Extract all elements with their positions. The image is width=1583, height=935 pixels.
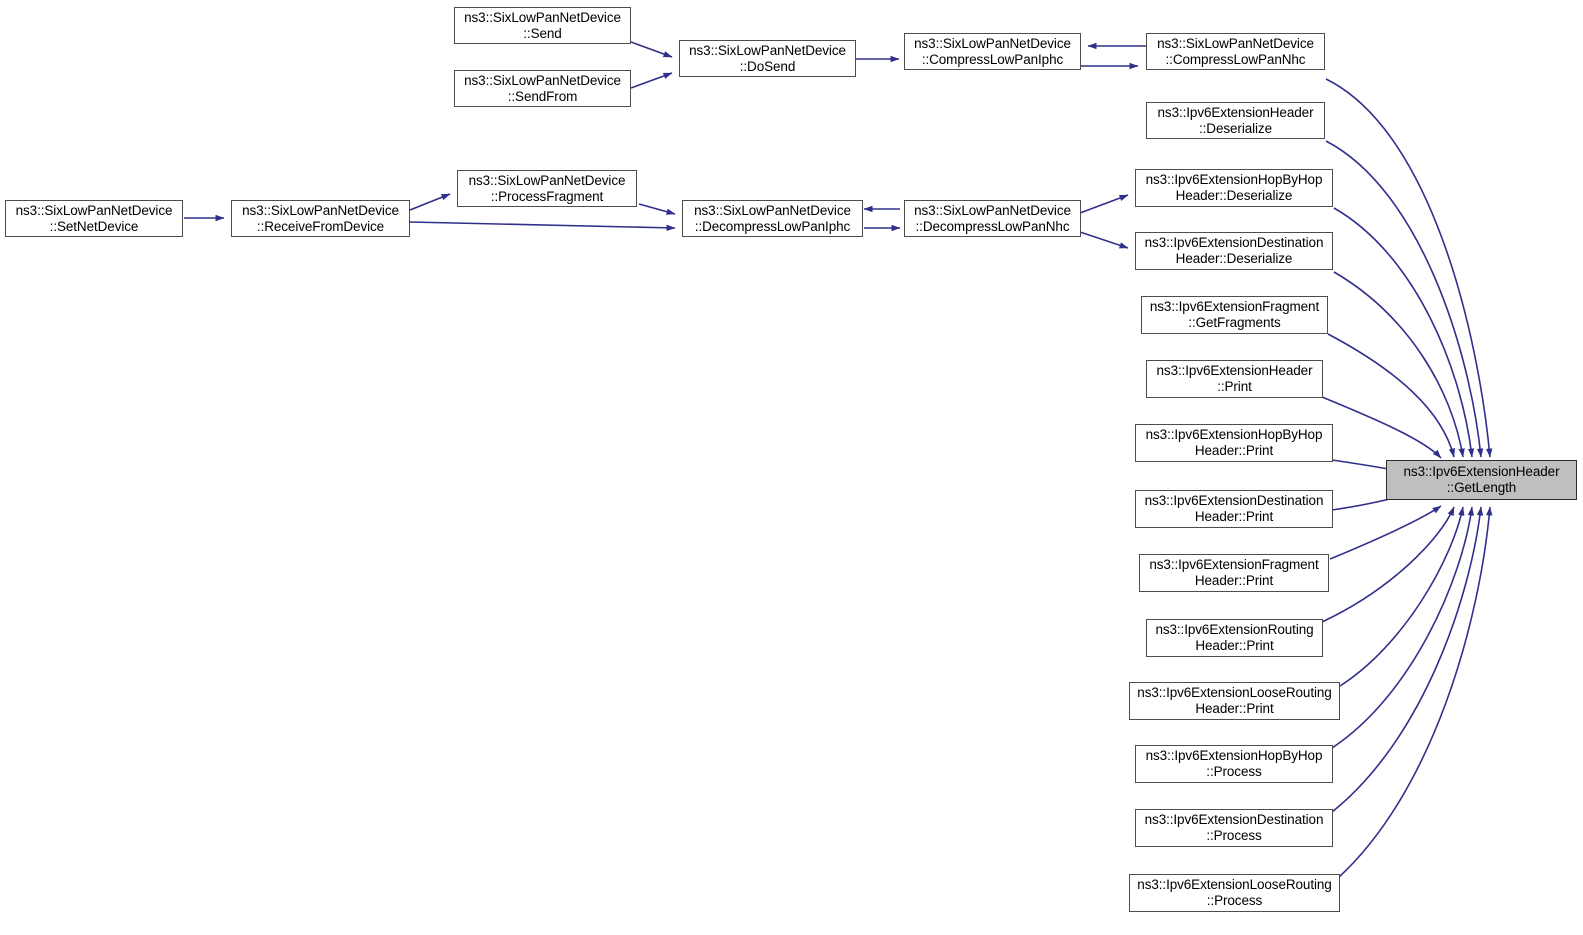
node-ipv6-extension-destination-header-deserialize[interactable]: ns3::Ipv6ExtensionDestination Header::De… — [1135, 232, 1333, 270]
edge-processfragment-to-decompressiphc — [638, 203, 676, 215]
edge-destination-process-to-target — [1331, 506, 1484, 813]
node-label: ns3::Ipv6ExtensionLooseRouting Header::P… — [1137, 685, 1332, 716]
node-label: ns3::Ipv6ExtensionFragment Header::Print — [1149, 557, 1319, 588]
node-receive-from-device[interactable]: ns3::SixLowPanNetDevice ::ReceiveFromDev… — [231, 200, 410, 237]
node-label: ns3::Ipv6ExtensionDestination Header::De… — [1144, 235, 1324, 266]
edge-hopbyhop-process-to-target — [1331, 506, 1475, 749]
node-ipv6-extension-fragment-header-print[interactable]: ns3::Ipv6ExtensionFragment Header::Print — [1139, 554, 1329, 592]
node-ipv6-extension-destination-header-print[interactable]: ns3::Ipv6ExtensionDestination Header::Pr… — [1135, 490, 1333, 528]
node-label: ns3::SixLowPanNetDevice ::SendFrom — [464, 72, 621, 104]
node-ipv6-extension-header-getlength-target[interactable]: ns3::Ipv6ExtensionHeader ::GetLength — [1386, 460, 1577, 500]
node-label: ns3::Ipv6ExtensionDestination ::Process — [1144, 812, 1324, 843]
node-label: ns3::Ipv6ExtensionLooseRouting ::Process — [1137, 877, 1332, 908]
node-ipv6-extension-hopbyhop-header-print[interactable]: ns3::Ipv6ExtensionHopByHop Header::Print — [1135, 424, 1333, 462]
edge-routing-print-to-target — [1321, 506, 1455, 623]
node-label: ns3::SixLowPanNetDevice ::Send — [464, 9, 621, 41]
edge-decompressnhc-to-destination-deserialize — [1079, 231, 1129, 249]
node-label: ns3::SixLowPanNetDevice ::ProcessFragmen… — [468, 172, 626, 204]
node-label: ns3::Ipv6ExtensionHeader ::Deserialize — [1157, 104, 1314, 136]
node-label: ns3::SixLowPanNetDevice ::CompressLowPan… — [914, 35, 1071, 67]
node-ipv6-extension-hopbyhop-process[interactable]: ns3::Ipv6ExtensionHopByHop ::Process — [1135, 745, 1333, 783]
edge-receive-to-decompressiphc — [409, 221, 676, 232]
node-process-fragment[interactable]: ns3::SixLowPanNetDevice ::ProcessFragmen… — [457, 170, 637, 207]
node-label: ns3::SixLowPanNetDevice ::DecompressLowP… — [914, 202, 1071, 234]
edge-decompressnhc-to-hopbyhop-deserialize — [1079, 194, 1129, 214]
node-label: ns3::Ipv6ExtensionRouting Header::Print — [1155, 622, 1314, 653]
edge-destination-deserialize-to-target — [1333, 271, 1465, 458]
node-label: ns3::Ipv6ExtensionHopByHop ::Process — [1145, 748, 1323, 779]
node-label: ns3::SixLowPanNetDevice ::DoSend — [689, 42, 846, 74]
node-label: ns3::Ipv6ExtensionHeader ::GetLength — [1403, 464, 1560, 495]
node-label: ns3::Ipv6ExtensionHopByHop Header::Print — [1145, 427, 1323, 458]
node-label: ns3::SixLowPanNetDevice ::CompressLowPan… — [1157, 35, 1314, 67]
node-label: ns3::Ipv6ExtensionHeader ::Print — [1156, 363, 1313, 394]
node-ipv6-extension-destination-process[interactable]: ns3::Ipv6ExtensionDestination ::Process — [1135, 809, 1333, 847]
node-label: ns3::SixLowPanNetDevice ::ReceiveFromDev… — [242, 202, 399, 234]
node-ipv6-extension-header-deserialize[interactable]: ns3::Ipv6ExtensionHeader ::Deserialize — [1146, 102, 1325, 139]
node-label: ns3::Ipv6ExtensionDestination Header::Pr… — [1144, 493, 1324, 524]
edge-compressnhc-to-target — [1325, 78, 1493, 458]
node-compress-low-pan-nhc[interactable]: ns3::SixLowPanNetDevice ::CompressLowPan… — [1146, 33, 1325, 70]
node-ipv6-extension-fragment-getfragments[interactable]: ns3::Ipv6ExtensionFragment ::GetFragment… — [1141, 296, 1328, 334]
edge-receive-to-processfragment — [409, 193, 451, 211]
node-label: ns3::SixLowPanNetDevice ::DecompressLowP… — [694, 202, 851, 234]
edge-fragment-print-to-target — [1329, 505, 1442, 560]
node-label: ns3::Ipv6ExtensionFragment ::GetFragment… — [1149, 299, 1320, 330]
edge-looserouting-print-to-target — [1339, 506, 1465, 687]
node-send[interactable]: ns3::SixLowPanNetDevice ::Send — [454, 7, 631, 44]
edge-looserouting-process-to-target — [1337, 506, 1493, 879]
node-label: ns3::SixLowPanNetDevice ::SetNetDevice — [15, 202, 173, 234]
edge-hopbyhop-deserialize-to-target — [1333, 207, 1475, 458]
node-label: ns3::Ipv6ExtensionHopByHop Header::Deser… — [1145, 172, 1323, 203]
node-do-send[interactable]: ns3::SixLowPanNetDevice ::DoSend — [679, 40, 856, 77]
edge-send-to-dosend — [630, 41, 673, 58]
edge-extheader-print-to-target — [1321, 396, 1442, 459]
node-ipv6-extension-looserouting-process[interactable]: ns3::Ipv6ExtensionLooseRouting ::Process — [1129, 874, 1340, 912]
node-send-from[interactable]: ns3::SixLowPanNetDevice ::SendFrom — [454, 70, 631, 107]
node-decompress-low-pan-nhc[interactable]: ns3::SixLowPanNetDevice ::DecompressLowP… — [904, 200, 1081, 237]
node-compress-low-pan-iphc[interactable]: ns3::SixLowPanNetDevice ::CompressLowPan… — [904, 33, 1081, 70]
node-set-net-device[interactable]: ns3::SixLowPanNetDevice ::SetNetDevice — [5, 200, 183, 237]
edge-sendfrom-to-dosend — [630, 72, 673, 89]
node-ipv6-extension-looserouting-header-print[interactable]: ns3::Ipv6ExtensionLooseRouting Header::P… — [1129, 682, 1340, 720]
node-ipv6-extension-header-print[interactable]: ns3::Ipv6ExtensionHeader ::Print — [1146, 360, 1323, 398]
node-decompress-low-pan-iphc[interactable]: ns3::SixLowPanNetDevice ::DecompressLowP… — [682, 200, 863, 237]
node-ipv6-extension-hopbyhop-header-deserialize[interactable]: ns3::Ipv6ExtensionHopByHop Header::Deser… — [1135, 169, 1333, 207]
edge-fragment-getfragments-to-target — [1327, 333, 1455, 458]
node-ipv6-extension-routing-header-print[interactable]: ns3::Ipv6ExtensionRouting Header::Print — [1146, 619, 1323, 657]
edge-extheader-deserialize-to-target — [1325, 140, 1484, 458]
